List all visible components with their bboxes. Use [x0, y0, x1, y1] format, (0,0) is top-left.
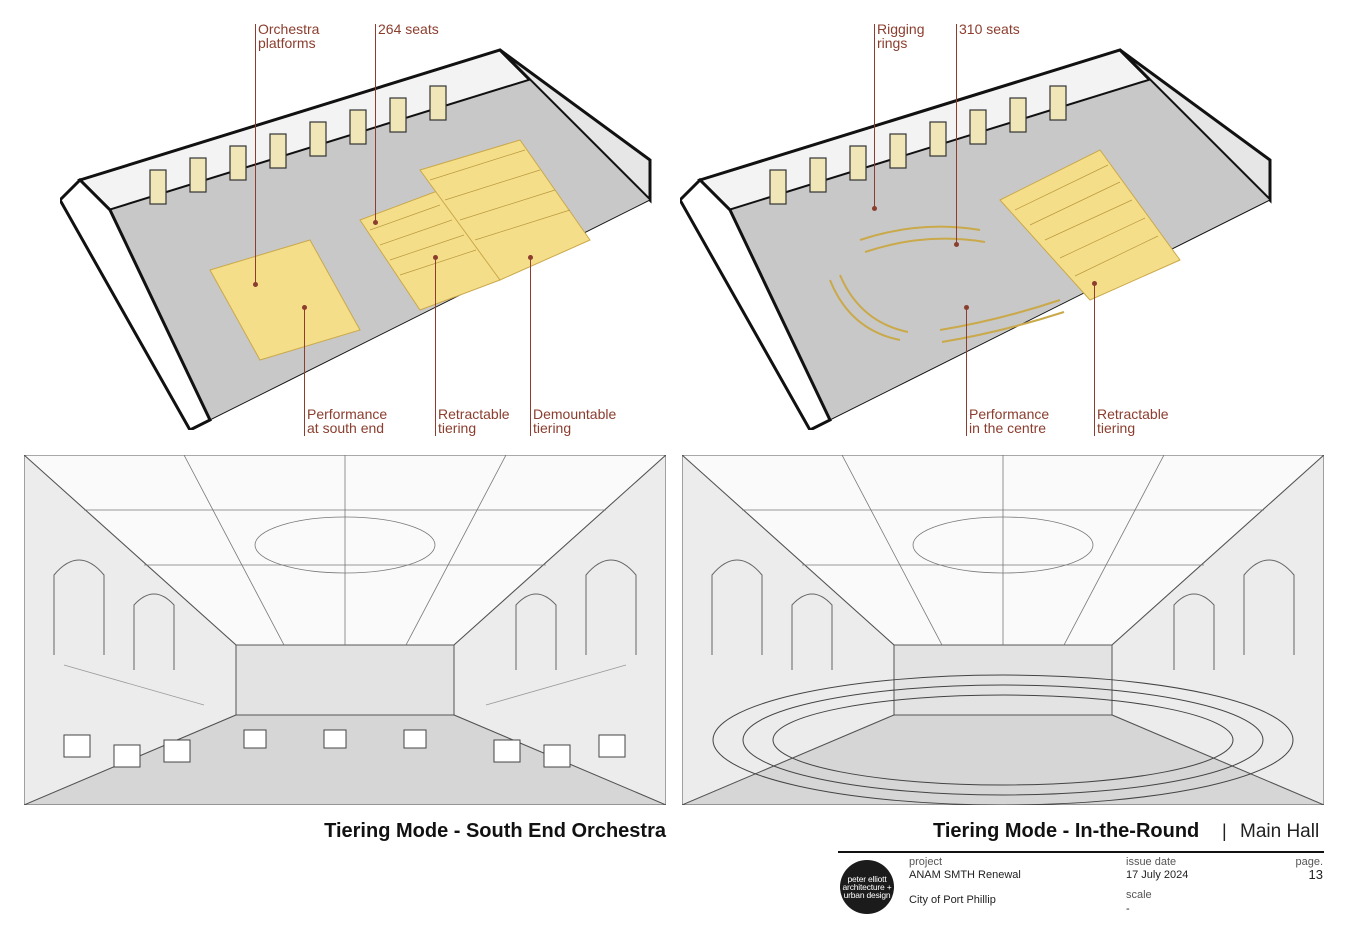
scale-value: - [1126, 903, 1130, 915]
project-label: project [909, 856, 943, 868]
scale-label: scale [1126, 889, 1152, 901]
callout-orchestra-platforms: Orchestra platforms [258, 21, 320, 51]
callout-demountable: Demountable tiering [533, 406, 617, 436]
axonometric-south-end [60, 48, 652, 430]
caption-south-end: Tiering Mode - South End Orchestra [324, 820, 666, 842]
page-label: page. [1295, 856, 1323, 868]
callout-264-seats: 264 seats [378, 21, 439, 37]
axonometric-in-the-round [680, 48, 1272, 430]
perspective-in-the-round [682, 455, 1324, 805]
issue-date-value: 17 July 2024 [1126, 869, 1189, 881]
page-number: 13 [1308, 867, 1323, 882]
callout-retractable-right: Retractable tiering [1097, 406, 1169, 436]
title-block-rule [838, 851, 1324, 853]
callout-performance-centre: Performance in the centre [969, 406, 1050, 436]
firm-logo: peter elliott architecture + urban desig… [840, 860, 894, 914]
perspective-south-end [24, 455, 666, 805]
sheet-name: Main Hall [1240, 821, 1320, 842]
callout-retractable-left: Retractable tiering [438, 406, 510, 436]
project-value: ANAM SMTH Renewal [909, 869, 1021, 881]
callout-rigging-rings: Rigging rings [877, 21, 925, 51]
callout-310-seats: 310 seats [959, 21, 1020, 37]
callout-performance-south: Performance at south end [307, 406, 388, 436]
client-value: City of Port Phillip [909, 894, 996, 906]
issue-date-label: issue date [1126, 856, 1177, 868]
caption-in-the-round: Tiering Mode - In-the-Round [933, 820, 1200, 842]
caption-separator: | [1222, 821, 1227, 841]
